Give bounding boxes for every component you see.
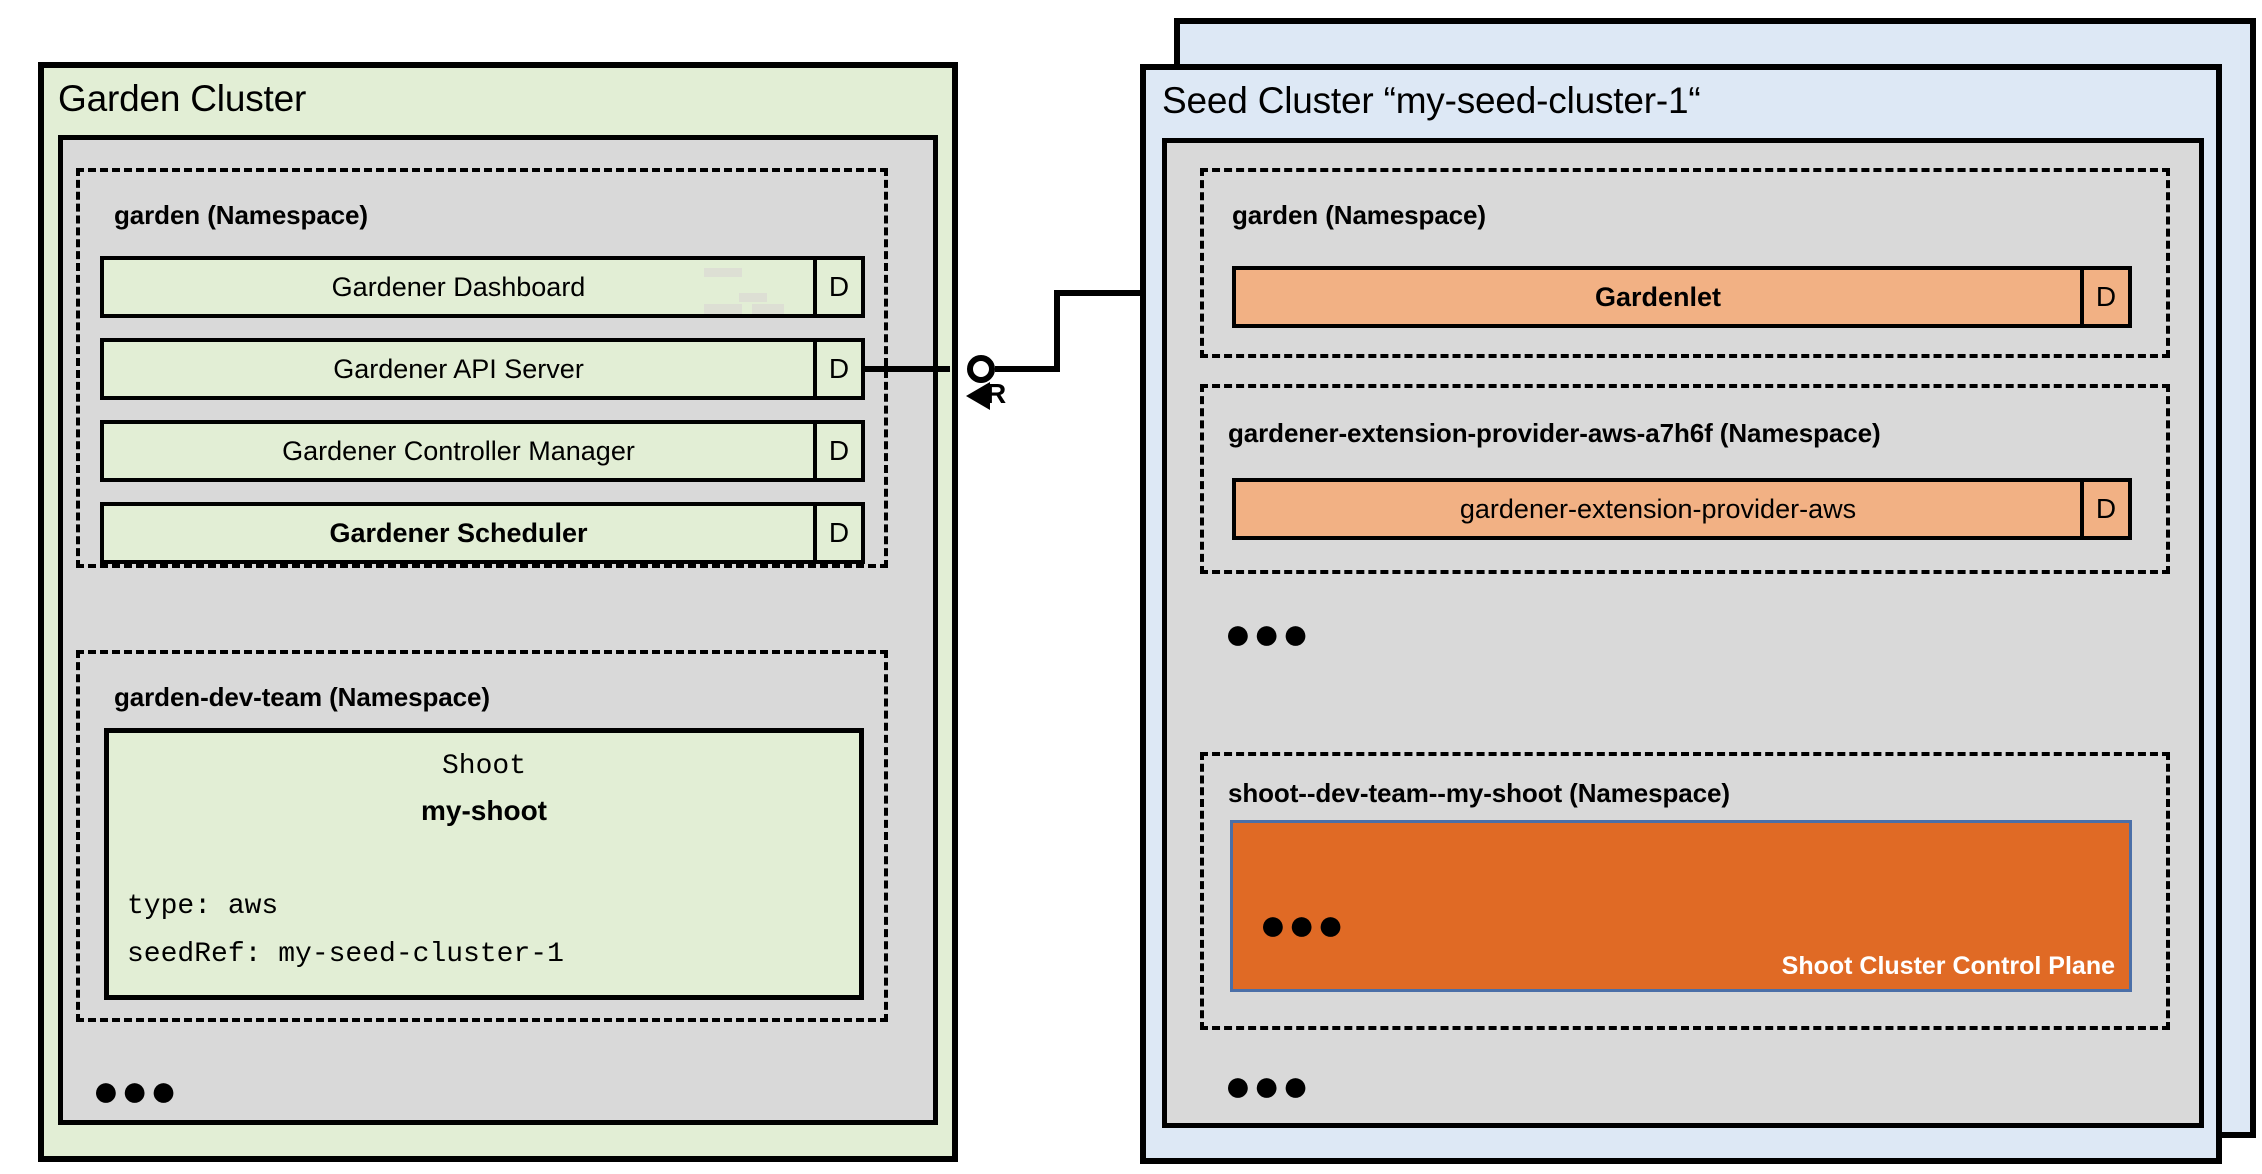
seed-more-indicator-middle: ●●● xyxy=(1224,607,1311,659)
seed-extension-namespace-box xyxy=(1200,384,2170,574)
component-gardener-dashboard[interactable]: Gardener Dashboard D xyxy=(100,256,865,318)
component-text: Gardener Dashboard xyxy=(331,271,586,302)
shoot-resource-box[interactable]: Shoot my-shoot type: aws seedRef: my-see… xyxy=(104,728,864,1000)
seed-more-indicator-bottom: ●●● xyxy=(1224,1059,1311,1111)
garden-cluster-title: Garden Cluster xyxy=(58,78,307,119)
component-gardenlet[interactable]: Gardenlet D xyxy=(1232,266,2132,328)
seed-garden-namespace-box xyxy=(1200,168,2170,358)
seed-cluster-title: Seed Cluster “my-seed-cluster-1“ xyxy=(1162,80,1701,121)
component-label: Gardener Controller Manager xyxy=(104,424,813,478)
garden-dev-team-namespace-title: garden-dev-team (Namespace) xyxy=(114,682,490,712)
shoot-resource-name: my-shoot xyxy=(421,795,547,826)
connector-socket-icon xyxy=(967,355,995,383)
garden-dev-team-namespace-box xyxy=(76,650,888,1022)
shoot-cluster-control-plane[interactable]: ●●● Shoot Cluster Control Plane xyxy=(1230,820,2132,992)
component-kind-badge: D xyxy=(2080,482,2128,536)
component-kind-badge: D xyxy=(813,260,861,314)
shoot-spec-line-type: type: aws xyxy=(127,891,279,922)
component-kind-badge: D xyxy=(813,424,861,478)
seed-garden-namespace-title: garden (Namespace) xyxy=(1232,200,1486,230)
component-label: Gardenlet xyxy=(1236,270,2080,324)
connector-segment-1 xyxy=(865,366,950,372)
component-gardener-controller-manager[interactable]: Gardener Controller Manager D xyxy=(100,420,865,482)
control-plane-more-indicator: ●●● xyxy=(1259,898,1346,950)
component-label: Gardener Scheduler xyxy=(104,506,813,560)
component-kind-badge: D xyxy=(813,506,861,560)
garden-more-indicator: ●●● xyxy=(92,1064,179,1116)
component-label: Gardener API Server xyxy=(104,342,813,396)
component-kind-badge: D xyxy=(2080,270,2128,324)
shoot-resource-kind: Shoot xyxy=(441,751,526,782)
seed-shoot-namespace-title: shoot--dev-team--my-shoot (Namespace) xyxy=(1228,778,1730,808)
connector-segment-2 xyxy=(995,366,1060,372)
component-gardener-scheduler[interactable]: Gardener Scheduler D xyxy=(100,502,865,564)
connector-segment-3 xyxy=(1054,290,1060,372)
seed-extension-namespace-title: gardener-extension-provider-aws-a7h6f (N… xyxy=(1228,418,1881,448)
watermark-mark-1 xyxy=(704,268,742,277)
component-label: Gardener Dashboard xyxy=(104,260,813,314)
watermark-mark-3 xyxy=(704,304,742,314)
connector-label-r: R xyxy=(986,378,1007,409)
connector-arrow-icon xyxy=(966,382,990,410)
garden-namespace-title: garden (Namespace) xyxy=(114,200,368,230)
component-gardener-api-server[interactable]: Gardener API Server D xyxy=(100,338,865,400)
control-plane-label: Shoot Cluster Control Plane xyxy=(1781,952,2115,980)
component-label: gardener-extension-provider-aws xyxy=(1236,482,2080,536)
component-gardener-extension-provider-aws[interactable]: gardener-extension-provider-aws D xyxy=(1232,478,2132,540)
component-kind-badge: D xyxy=(813,342,861,396)
shoot-spec-line-seedref: seedRef: my-seed-cluster-1 xyxy=(127,939,564,970)
seed-shoot-namespace-box xyxy=(1200,752,2170,1030)
watermark-mark-2 xyxy=(739,293,767,302)
watermark-mark-4 xyxy=(752,304,784,314)
